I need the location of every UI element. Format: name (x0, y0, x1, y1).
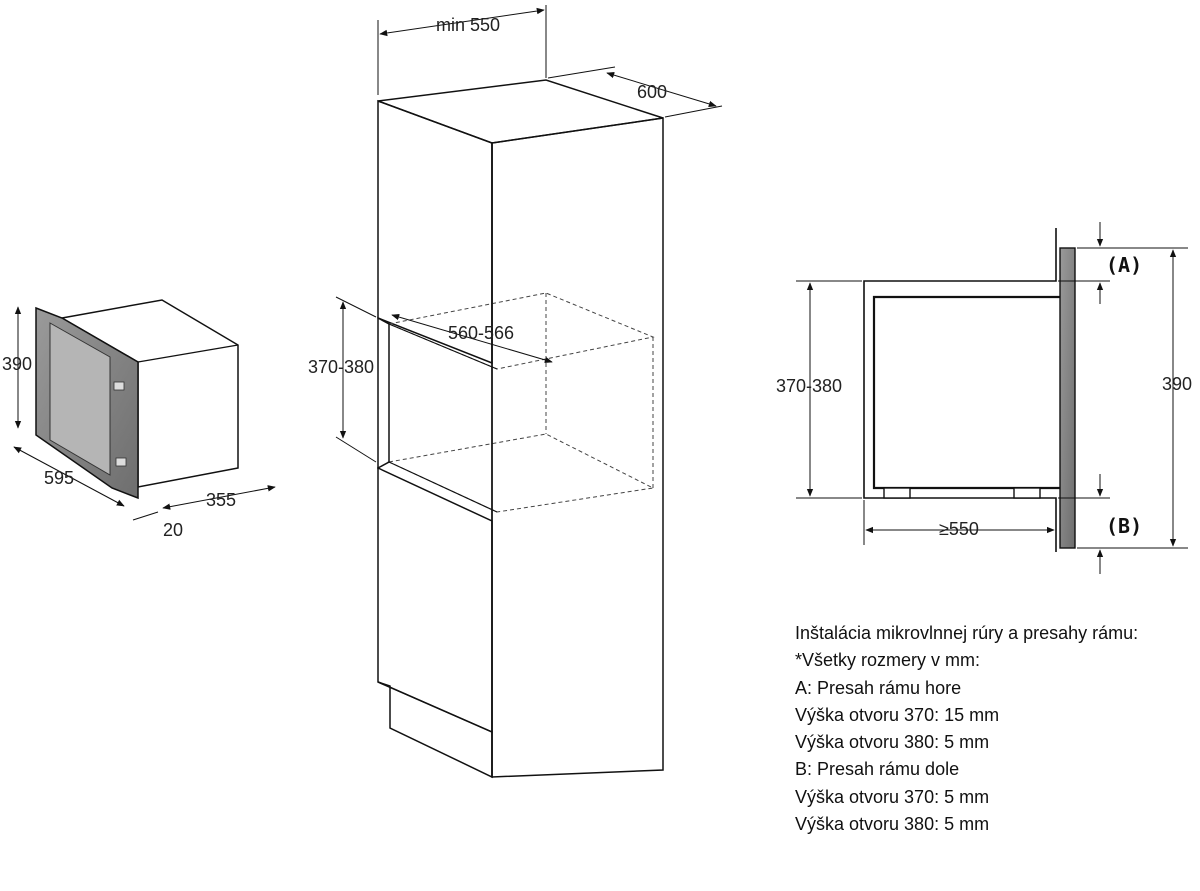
notes-a-380: Výška otvoru 380: 5 mm (795, 732, 990, 753)
section-opening-height-label: 370-380 (776, 376, 842, 396)
notes-b-380: Výška otvoru 380: 5 mm (795, 814, 990, 835)
cabinet-min-width-label: min 550 (436, 15, 500, 35)
cabinet-drawing: min 550 600 560-566 370-380 (308, 5, 723, 779)
microwave-drawing: 390 595 355 20 (2, 299, 276, 540)
microwave-width-label: 595 (44, 468, 74, 488)
notes-b-heading: B: Presah rámu dole (795, 759, 960, 780)
section-drawing: 370-380 390 (A) (B) ≥550 (776, 222, 1192, 574)
cabinet-opening-height-label: 370-380 (308, 357, 374, 377)
section-label-b: (B) (1106, 514, 1142, 538)
section-front-frame (1059, 247, 1076, 549)
installation-notes: Inštalácia mikrovlnnej rúry a presahy rá… (795, 620, 1195, 838)
cabinet-depth-label: 600 (637, 82, 667, 102)
notes-a-heading: A: Presah rámu hore (795, 677, 962, 698)
section-min-depth-label: ≥550 (939, 519, 979, 539)
notes-title: Inštalácia mikrovlnnej rúry a presahy rá… (795, 623, 1139, 643)
microwave-height-label: 390 (2, 354, 32, 374)
notes-units: *Všetky rozmery v mm: (795, 650, 981, 671)
notes-b-370: Výška otvoru 370: 5 mm (795, 786, 990, 807)
microwave-frame-label: 20 (163, 520, 183, 540)
cabinet-opening-width-label: 560-566 (448, 323, 514, 343)
section-label-a: (A) (1106, 253, 1142, 277)
notes-a-370: Výška otvoru 370: 15 mm (795, 704, 1000, 725)
section-frame-height-label: 390 (1162, 374, 1192, 394)
microwave-depth-label: 355 (206, 490, 236, 510)
